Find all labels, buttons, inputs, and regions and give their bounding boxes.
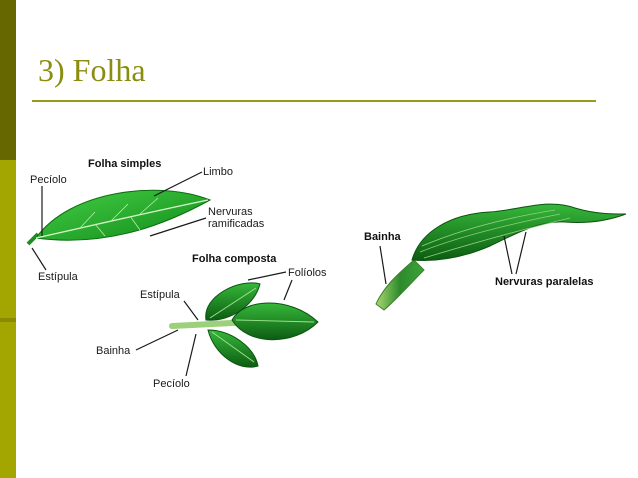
leader-bainha-right bbox=[379, 245, 387, 285]
monocot-sheath bbox=[375, 259, 425, 311]
leaflet-bottom bbox=[207, 329, 259, 368]
title-underline bbox=[32, 100, 596, 102]
label-ramificadas: ramificadas bbox=[208, 218, 265, 230]
leader-limbo bbox=[153, 171, 203, 197]
sidebar-top bbox=[0, 0, 16, 160]
monocot-parallel-veins bbox=[419, 209, 571, 259]
compound-leaf bbox=[169, 282, 319, 368]
heading-folha-composta: Folha composta bbox=[192, 253, 277, 265]
label-limbo: Limbo bbox=[203, 166, 233, 178]
leader-nervuras-paralelas bbox=[503, 231, 527, 275]
monocot-leaf bbox=[375, 203, 627, 311]
label-bainha-right: Bainha bbox=[364, 231, 402, 243]
label-estipula-2: Estípula bbox=[140, 289, 181, 301]
label-estipula-1: Estípula bbox=[38, 271, 79, 283]
leader-estipula-2 bbox=[183, 300, 199, 321]
label-nervuras-paralelas: Nervuras paralelas bbox=[495, 276, 593, 288]
label-foliolos: Folíolos bbox=[288, 267, 327, 279]
simple-leaf bbox=[26, 189, 212, 246]
leaflet-top bbox=[205, 282, 261, 321]
leader-estipula-1 bbox=[31, 247, 47, 271]
label-peciolo-1: Pecíolo bbox=[30, 174, 67, 186]
label-bainha-left: Bainha bbox=[96, 345, 131, 357]
leader-foliolos bbox=[247, 271, 293, 301]
simple-leaf-stipule-shape bbox=[26, 232, 40, 246]
sidebar-accent bbox=[0, 318, 16, 322]
label-nervuras-1: Nervuras bbox=[208, 206, 253, 218]
simple-leaf-veins bbox=[79, 197, 159, 237]
slide-title: 3) Folha bbox=[38, 52, 146, 88]
leader-nervuras bbox=[149, 217, 207, 237]
leader-peciolo-2 bbox=[185, 333, 197, 377]
monocot-blade bbox=[411, 203, 627, 261]
label-peciolo-2: Pecíolo bbox=[153, 378, 190, 390]
leaflet-midribs bbox=[209, 287, 315, 363]
simple-leaf-midrib bbox=[35, 199, 209, 239]
heading-folha-simples: Folha simples bbox=[88, 158, 161, 170]
leader-bainha-left bbox=[135, 329, 179, 351]
